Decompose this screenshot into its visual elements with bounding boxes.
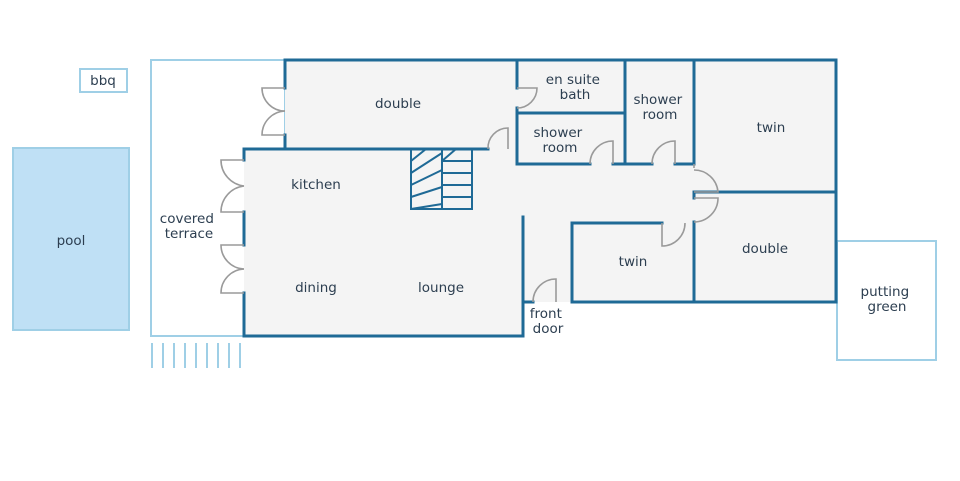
door-twin-middle (661, 222, 686, 247)
label-en-suite-bath: en suite bath (546, 72, 604, 103)
label-front-door: front door (530, 306, 566, 337)
label-shower-room-middle: shower room (533, 125, 586, 156)
door-dining-b (220, 268, 245, 294)
door-en-suite (516, 87, 538, 109)
label-bbq: bbq (90, 73, 116, 89)
label-double-right: double (742, 241, 788, 257)
label-pool: pool (57, 233, 86, 249)
label-twin-middle: twin (619, 254, 648, 270)
putting-green-area (836, 240, 937, 361)
door-front (532, 278, 557, 303)
door-double-upper-b (261, 110, 286, 136)
door-kitchen-a (220, 159, 245, 187)
label-dining: dining (295, 280, 337, 296)
door-twin-right (693, 164, 719, 193)
house-walls (242, 58, 838, 338)
pool-area (12, 147, 130, 331)
door-dining-a (220, 244, 245, 270)
door-shower-top (651, 140, 676, 165)
label-shower-room-top: shower room (633, 92, 686, 123)
staircase (410, 148, 473, 210)
terrace-steps (151, 343, 241, 368)
door-double-right (693, 197, 719, 223)
label-covered-terrace: covered terrace (160, 211, 218, 242)
door-shower-middle (589, 140, 614, 165)
label-putting-green: putting green (861, 284, 914, 315)
house-floor (244, 60, 836, 336)
door-double-hall (487, 127, 509, 150)
label-twin-right: twin (757, 120, 786, 136)
label-lounge: lounge (418, 280, 464, 296)
door-double-upper-a (261, 87, 286, 112)
bbq-area (79, 68, 128, 93)
doors (220, 87, 719, 303)
label-kitchen: kitchen (291, 177, 341, 193)
label-double-upper: double (375, 96, 421, 112)
door-kitchen-b (220, 185, 245, 213)
